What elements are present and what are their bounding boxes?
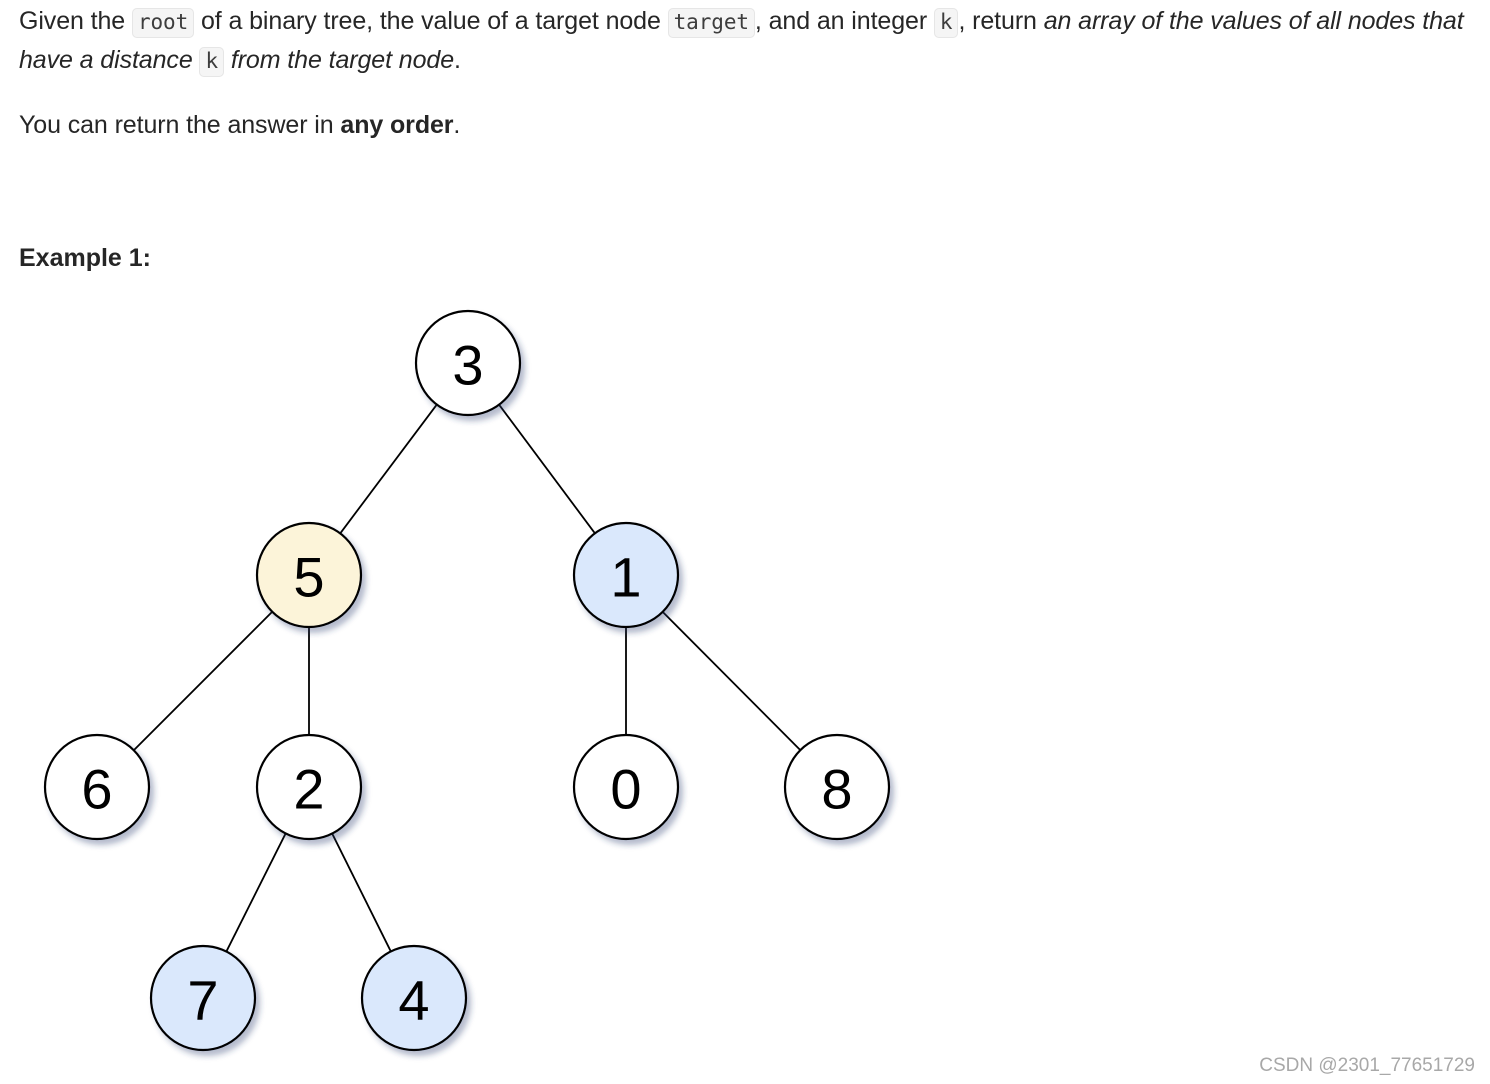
bold-text: any order: [340, 111, 454, 139]
tree-edge: [339, 404, 438, 534]
tree-node-label: 2: [293, 758, 324, 821]
tree-node-label: 0: [610, 758, 641, 821]
text-segment: Given the: [19, 7, 132, 35]
problem-description: Given the root of a binary tree, the val…: [19, 2, 1484, 80]
tree-node-circle: [255, 733, 363, 841]
tree-node-label: 8: [821, 758, 852, 821]
inline-code-k: k: [199, 47, 225, 77]
tree-node-label: 4: [398, 969, 429, 1032]
tree-node: 1: [572, 521, 680, 629]
tree-node-circle: [43, 733, 151, 841]
tree-node: 6: [43, 733, 151, 841]
tree-node: 3: [414, 309, 522, 417]
text-segment: You can return the answer in: [19, 111, 341, 139]
tree-node-circle: [414, 309, 522, 417]
text-segment: .: [454, 46, 461, 74]
example-title: Example 1:: [19, 244, 152, 272]
inline-code-k: k: [933, 8, 959, 38]
inline-code-target: target: [667, 8, 755, 38]
tree-node: 2: [255, 733, 363, 841]
tree-node-circle: [149, 944, 257, 1052]
tree-edges: [133, 404, 801, 952]
tree-nodes: 3 5 1 6 2 0 8 7 4: [43, 309, 891, 1052]
tree-node-label: 1: [610, 546, 641, 609]
tree-edge: [498, 404, 596, 534]
tree-node-circle: [572, 521, 680, 629]
inline-code-root: root: [131, 8, 195, 38]
answer-order-note: You can return the answer in any order.: [19, 106, 460, 144]
tree-node: 8: [783, 733, 891, 841]
tree-node: 0: [572, 733, 680, 841]
text-segment: , return: [958, 7, 1044, 35]
tree-node-circle: [572, 733, 680, 841]
tree-edge: [225, 833, 287, 952]
tree-node-circle: [360, 944, 468, 1052]
tree-node-circle: [255, 521, 363, 629]
tree-node-label: 5: [293, 546, 324, 609]
tree-node: 7: [149, 944, 257, 1052]
emphasis-text: from the target node: [224, 46, 454, 74]
text-segment: , and an integer: [754, 7, 934, 35]
text-segment: .: [453, 111, 461, 139]
tree-edge: [331, 833, 392, 952]
tree-node-circle: [783, 733, 891, 841]
tree-edge: [133, 611, 273, 751]
tree-node: 4: [360, 944, 468, 1052]
watermark: CSDN @2301_77651729: [1259, 1055, 1475, 1076]
tree-node-label: 7: [187, 969, 218, 1032]
tree-node-label: 3: [452, 334, 483, 397]
emphasis-text: an array of the values of all nodes that…: [19, 7, 1464, 74]
text-segment: of a binary tree, the value of a target …: [194, 7, 668, 35]
tree-edge: [662, 611, 801, 751]
tree-node: 5: [255, 521, 363, 629]
tree-node-label: 6: [81, 758, 112, 821]
